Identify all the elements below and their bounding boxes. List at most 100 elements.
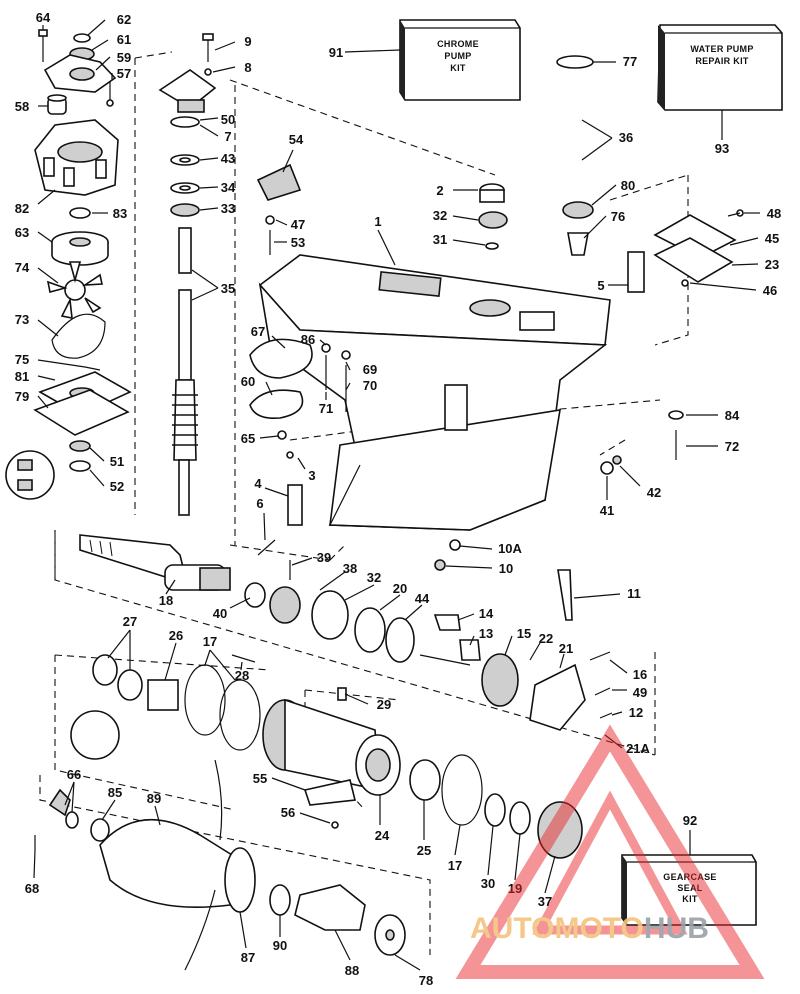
callout-21: 21 xyxy=(559,641,573,656)
callout-20: 20 xyxy=(393,581,407,596)
watermark-triangle-inner xyxy=(532,790,688,935)
callout-67: 67 xyxy=(251,324,265,339)
chrome-kit-label-2: PUMP xyxy=(444,51,471,61)
callout-25: 25 xyxy=(417,843,431,858)
callout-68: 68 xyxy=(25,881,39,896)
callout-77: 77 xyxy=(623,54,637,69)
driveshaft-parts xyxy=(158,33,217,516)
callout-36: 36 xyxy=(619,130,633,145)
callout-92: 92 xyxy=(683,813,697,828)
callout-27: 27 xyxy=(123,614,137,629)
callout-31: 31 xyxy=(433,232,447,247)
callout-15: 15 xyxy=(517,626,531,641)
water-kit-label-2: REPAIR KIT xyxy=(695,56,749,66)
callout-89: 89 xyxy=(147,791,161,806)
propeller-row xyxy=(34,759,406,971)
callout-30: 30 xyxy=(481,876,495,891)
callout-72: 72 xyxy=(725,439,739,454)
callout-61: 61 xyxy=(117,32,131,47)
callout-24: 24 xyxy=(375,828,390,843)
water-pump-parts xyxy=(5,29,132,500)
callout-28: 28 xyxy=(235,668,249,683)
seal-kit-label-1: GEARCASE xyxy=(663,872,716,882)
callout-57: 57 xyxy=(117,66,131,81)
callout-14: 14 xyxy=(479,606,494,621)
callout-71: 71 xyxy=(319,401,333,416)
callout-34: 34 xyxy=(221,180,236,195)
callout-7: 7 xyxy=(224,129,231,144)
callout-51: 51 xyxy=(110,454,124,469)
callout-87: 87 xyxy=(241,950,255,965)
callout-78: 78 xyxy=(419,973,433,988)
callout-47: 47 xyxy=(291,217,305,232)
watermark-triangle-outer xyxy=(455,724,765,979)
callout-21A: 21A xyxy=(626,741,650,756)
callout-50: 50 xyxy=(221,112,235,127)
callout-59: 59 xyxy=(117,50,131,65)
callout-41: 41 xyxy=(600,503,614,518)
callout-74: 74 xyxy=(15,260,30,275)
callout-81: 81 xyxy=(15,369,29,384)
callout-8: 8 xyxy=(244,60,251,75)
callout-53: 53 xyxy=(291,235,305,250)
leader-lines xyxy=(33,19,760,971)
callout-26: 26 xyxy=(169,628,183,643)
callout-60: 60 xyxy=(241,374,255,389)
callout-58: 58 xyxy=(15,99,29,114)
callout-40: 40 xyxy=(213,606,227,621)
callout-54: 54 xyxy=(289,132,304,147)
callout-9: 9 xyxy=(244,34,251,49)
bearing-housing-row xyxy=(70,654,583,859)
callout-33: 33 xyxy=(221,201,235,216)
prop-shaft-row xyxy=(79,534,613,731)
callout-32-upper: 32 xyxy=(433,208,447,223)
callout-88: 88 xyxy=(345,963,359,978)
callout-22: 22 xyxy=(539,631,553,646)
callout-38: 38 xyxy=(343,561,357,576)
shift-and-cover-parts xyxy=(556,55,744,621)
callout-64: 64 xyxy=(36,10,51,25)
callout-44: 44 xyxy=(415,591,430,606)
part-callouts: 64 62 61 59 57 58 82 83 63 74 73 75 81 7… xyxy=(15,10,781,988)
callout-90: 90 xyxy=(273,938,287,953)
callout-76: 76 xyxy=(611,209,625,224)
chrome-pump-kit-box: CHROME PUMP KIT xyxy=(399,19,521,101)
callout-35: 35 xyxy=(221,281,235,296)
callout-62: 62 xyxy=(117,12,131,27)
water-kit-label-1: WATER PUMP xyxy=(690,44,753,54)
callout-5: 5 xyxy=(597,278,604,293)
callout-93: 93 xyxy=(715,141,729,156)
callout-4: 4 xyxy=(254,476,262,491)
callout-66: 66 xyxy=(67,767,81,782)
callout-6: 6 xyxy=(256,496,263,511)
callout-11: 11 xyxy=(627,586,641,601)
callout-56: 56 xyxy=(281,805,295,820)
callout-23: 23 xyxy=(765,257,779,272)
callout-65: 65 xyxy=(241,431,255,446)
callout-46: 46 xyxy=(763,283,777,298)
callout-91: 91 xyxy=(329,45,343,60)
callout-85: 85 xyxy=(108,785,122,800)
callout-17-upper: 17 xyxy=(203,634,217,649)
callout-42: 42 xyxy=(647,485,661,500)
callout-3: 3 xyxy=(308,468,315,483)
callout-43: 43 xyxy=(221,151,235,166)
gearcase-seal-kit-box: GEARCASE SEAL KIT xyxy=(621,854,757,926)
callout-2: 2 xyxy=(436,183,443,198)
seal-kit-label-3: KIT xyxy=(682,894,698,904)
callout-10: 10 xyxy=(499,561,513,576)
chrome-kit-label-1: CHROME xyxy=(437,39,479,49)
callout-70: 70 xyxy=(363,378,377,393)
callout-52: 52 xyxy=(110,479,124,494)
callout-10A: 10A xyxy=(498,541,522,556)
callout-32-lower: 32 xyxy=(367,570,381,585)
callout-16: 16 xyxy=(633,667,647,682)
callout-80: 80 xyxy=(621,178,635,193)
center-small-parts xyxy=(249,163,508,556)
callout-86: 86 xyxy=(301,332,315,347)
callout-48: 48 xyxy=(767,206,781,221)
callout-49: 49 xyxy=(633,685,647,700)
callout-45: 45 xyxy=(765,231,779,246)
callout-75: 75 xyxy=(15,352,29,367)
